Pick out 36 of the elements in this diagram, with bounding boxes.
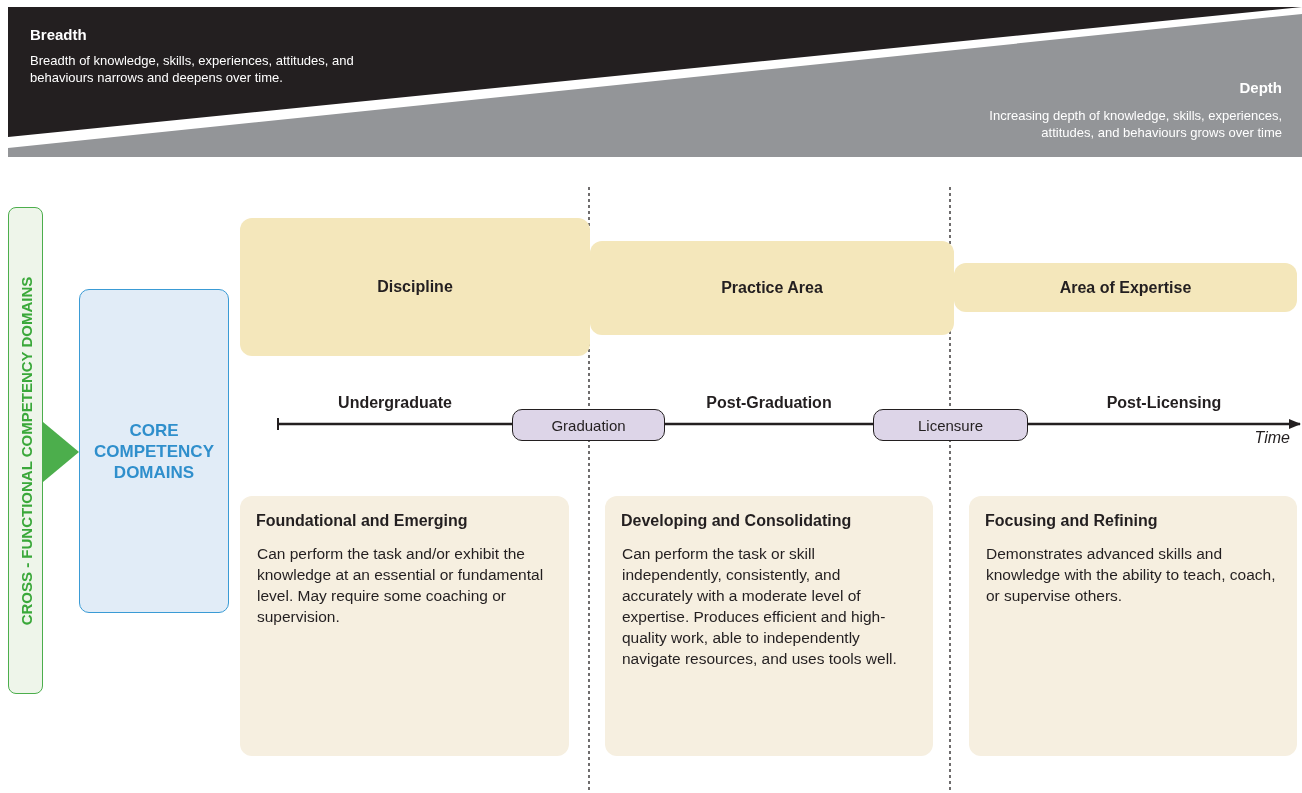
band-description: Breadth of knowledge, skills, experiences, attitudes, and behaviours narrows and deepens over time.: [30, 52, 355, 86]
band-label: Discipline: [376, 278, 454, 296]
stage-band: [590, 241, 954, 335]
card-heading: Developing and Consolidating: [621, 512, 852, 530]
card-heading: Foundational and Emerging: [256, 512, 468, 530]
card-description: Demonstrates advanced skills and knowledge with the ability to teach, coach, or supervise others.: [986, 544, 1276, 606]
timeline-arrow: [1028, 419, 1301, 429]
stage-card: [605, 496, 933, 756]
card-description: Can perform the task and/or exhibit the knowledge at an essential or fundamental level. May require some coaching or supervision.: [257, 544, 545, 627]
band-label: Area of Expertise: [1058, 278, 1193, 297]
edge-label: Post-Licensing: [1106, 394, 1222, 412]
stage-band: [240, 218, 590, 356]
band-heading: Depth: [1239, 79, 1282, 96]
chevron-arrow: [43, 422, 79, 482]
card-heading: Focusing and Refining: [985, 512, 1158, 530]
milestone-label: Licensure: [916, 416, 984, 434]
band-heading: Breadth: [30, 26, 87, 43]
band-description: Increasing depth of knowledge, skills, experiences, attitudes, and behaviours grows over time: [988, 107, 1282, 141]
panel-title: CORE COMPETENCY DOMAINS: [93, 420, 215, 483]
edge-label: Post-Graduation: [706, 394, 832, 412]
band-label: Practice Area: [720, 279, 824, 297]
stage-band: [954, 263, 1297, 312]
domain-panel: [79, 289, 229, 613]
stage-card: [969, 496, 1297, 756]
stage-card: [240, 496, 569, 756]
timeline-line: [665, 422, 873, 426]
edge-label: Undergraduate: [338, 394, 452, 412]
domain-panel: [8, 207, 43, 694]
depth-band: [8, 14, 1302, 157]
card-description: Can perform the task or skill independently, consistently, and accurately with a moderate level of expertise. Produces efficient and high-quality work, able to independently navigate resources, and uses tools well.: [622, 544, 898, 669]
milestone-label: Graduation: [550, 416, 627, 434]
axis-label: Time: [1246, 429, 1290, 449]
panel-title: CROSS - FUNCTIONAL COMPETENCY DOMAINS: [17, 276, 34, 625]
milestone-box: [512, 409, 665, 441]
milestone-box: [873, 409, 1028, 441]
timeline-line: [277, 417, 512, 431]
